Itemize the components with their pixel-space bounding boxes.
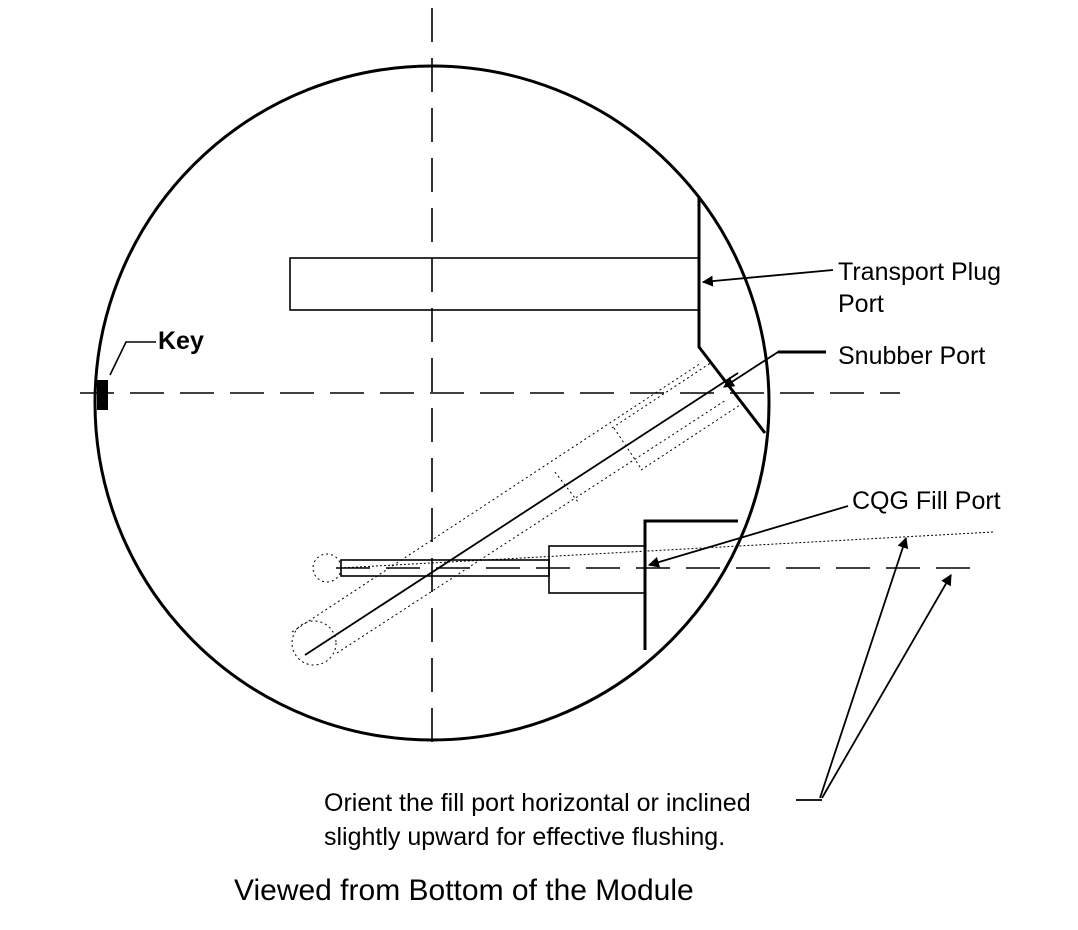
cqg-fill-port-face — [643, 519, 738, 650]
module-outline — [93, 64, 771, 742]
cqg-fill-port-housing — [548, 545, 646, 594]
snubber-port-tick-1 — [554, 471, 579, 503]
key-notch — [97, 380, 108, 410]
snubber-port-section-upper — [611, 361, 713, 429]
cqg-fill-port — [312, 519, 994, 650]
key-leader — [109, 341, 156, 376]
note-text-line1: Orient the fill port horizontal or incli… — [324, 789, 751, 817]
snubber-port-end-circle — [291, 620, 337, 666]
cqg-fill-port-label: CQG Fill Port — [852, 487, 1001, 515]
snubber-port-leader — [723, 351, 826, 388]
note-arrow-horizontal — [821, 574, 952, 799]
snubber-port-section-lower — [640, 404, 741, 471]
key-label: Key — [158, 327, 204, 355]
note-text-line2: slightly upward for effective flushing. — [324, 823, 725, 851]
cqg-fill-port-arrow — [647, 505, 849, 568]
transport-plug-arrow — [701, 269, 834, 287]
snubber-port-envelope-upper — [291, 362, 702, 633]
snubber-port-envelope-lower — [336, 399, 727, 654]
transport-plug-label-line1: Transport Plug — [838, 258, 1001, 286]
transport-plug-face — [697, 192, 767, 434]
snubber-port-label: Snubber Port — [838, 342, 985, 370]
note-arrow-inclined — [819, 536, 909, 799]
transport-plug-port — [289, 192, 767, 434]
transport-plug-label-line2: Port — [838, 290, 884, 318]
cqg-fill-port-inclined-axis — [339, 531, 994, 569]
snubber-port — [291, 361, 741, 666]
figure-caption: Viewed from Bottom of the Module — [234, 874, 694, 907]
transport-plug-body — [289, 257, 700, 311]
snubber-port-tick-2 — [613, 427, 643, 471]
snubber-port-axis — [304, 372, 739, 656]
